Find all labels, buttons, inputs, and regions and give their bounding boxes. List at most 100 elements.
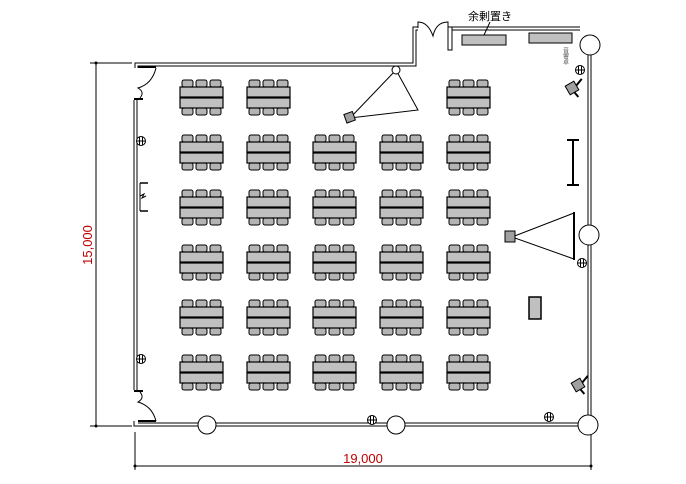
width-label: 19,000 — [343, 451, 383, 466]
chair — [276, 217, 289, 226]
chair — [381, 272, 394, 281]
chair — [462, 107, 475, 116]
chair — [409, 272, 422, 281]
table — [246, 361, 291, 373]
table — [446, 152, 491, 164]
chair — [381, 189, 394, 198]
chair — [448, 162, 461, 171]
table — [246, 317, 291, 329]
chair — [195, 354, 208, 363]
chair — [476, 79, 489, 88]
chair — [276, 272, 289, 281]
chair — [276, 354, 289, 363]
chair — [248, 189, 261, 198]
table — [246, 97, 291, 109]
chair — [181, 134, 194, 143]
table — [379, 196, 424, 208]
chair — [395, 299, 408, 308]
left-wall-fixture — [139, 182, 148, 212]
table — [312, 317, 357, 329]
table — [246, 306, 291, 318]
table-group — [446, 354, 491, 391]
chair — [195, 327, 208, 336]
table — [379, 317, 424, 329]
chair — [395, 217, 408, 226]
outlet-icon — [136, 136, 146, 146]
chair — [381, 162, 394, 171]
chair — [262, 327, 275, 336]
outlets — [136, 65, 587, 425]
chair — [342, 299, 355, 308]
table — [446, 262, 491, 274]
table — [446, 306, 491, 318]
chair — [195, 382, 208, 391]
chair — [409, 382, 422, 391]
chair — [448, 244, 461, 253]
chair — [395, 354, 408, 363]
chair — [248, 354, 261, 363]
chair — [328, 244, 341, 253]
chair — [395, 327, 408, 336]
chair — [314, 327, 327, 336]
table-group — [446, 299, 491, 336]
chair — [209, 272, 222, 281]
chair — [314, 134, 327, 143]
chair — [181, 354, 194, 363]
chair — [209, 79, 222, 88]
chair — [395, 189, 408, 198]
chair — [276, 189, 289, 198]
chair — [395, 162, 408, 171]
chair — [248, 244, 261, 253]
chair — [409, 327, 422, 336]
table — [179, 196, 224, 208]
chair — [448, 134, 461, 143]
table — [312, 262, 357, 274]
table — [446, 196, 491, 208]
chair — [328, 327, 341, 336]
chair — [395, 382, 408, 391]
chair — [248, 107, 261, 116]
table — [179, 361, 224, 373]
outlet-icon — [136, 354, 146, 364]
chair — [248, 299, 261, 308]
chair — [462, 382, 475, 391]
chair — [181, 244, 194, 253]
chair — [262, 107, 275, 116]
table-group — [379, 244, 424, 281]
chair — [448, 107, 461, 116]
column — [197, 415, 217, 435]
chair — [381, 354, 394, 363]
table-group — [246, 244, 291, 281]
chair — [476, 382, 489, 391]
table — [179, 251, 224, 263]
chair — [448, 354, 461, 363]
chair — [448, 327, 461, 336]
chair — [342, 272, 355, 281]
table — [312, 306, 357, 318]
chair — [462, 244, 475, 253]
chair — [314, 189, 327, 198]
projector-top — [343, 65, 419, 124]
door-top-entrance — [417, 21, 449, 38]
table — [379, 141, 424, 153]
chair — [181, 189, 194, 198]
table — [246, 251, 291, 263]
chair — [476, 354, 489, 363]
chair — [342, 162, 355, 171]
table — [446, 372, 491, 384]
chair — [248, 79, 261, 88]
column — [386, 415, 406, 435]
table-group — [446, 244, 491, 281]
storage-label: 余剰置き — [468, 9, 512, 23]
table-group — [246, 354, 291, 391]
table — [179, 306, 224, 318]
chair — [342, 327, 355, 336]
chair — [409, 134, 422, 143]
table — [446, 141, 491, 153]
chair — [181, 299, 194, 308]
table — [379, 152, 424, 164]
chair — [314, 244, 327, 253]
chair — [328, 162, 341, 171]
camera-icon — [570, 375, 589, 395]
table — [446, 251, 491, 263]
